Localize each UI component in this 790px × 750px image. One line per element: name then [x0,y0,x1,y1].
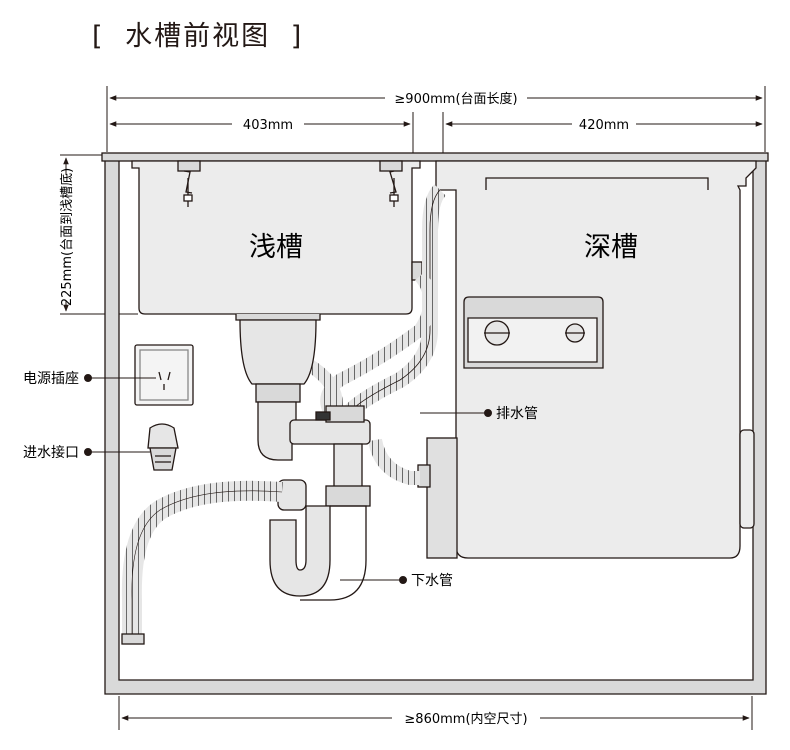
dim-right-width-label: 420mm [579,118,629,133]
cabinet [101,152,769,695]
title-close-bracket: ] [290,21,304,52]
diagram-title: [ 水槽前视图 ] [92,14,303,53]
callout-socket-label: 电源插座 [23,371,79,387]
deep-basin [417,160,757,559]
dimension-lines [60,86,766,730]
deep-basin-side-bulge [739,429,755,529]
title-text: 水槽前视图 [125,21,271,52]
dim-left-width-label: 403mm [243,118,293,133]
dim-bottom-inner-label: ≥860mm(内空尺寸) [404,711,527,727]
plumbing [121,184,447,645]
callout-lines [84,374,492,584]
shallow-basin-label: 浅槽 [249,232,303,263]
mounting-clip-left [177,160,201,207]
appliance-unit [426,437,458,559]
mounting-clip-right [379,160,403,207]
shallow-basin [131,160,429,315]
water-inlet-fitting [147,423,179,471]
strainer-basket [239,319,317,385]
countertop [101,152,769,162]
control-panel [463,296,604,369]
power-socket [134,344,194,406]
dim-depth-label: 225mm(台面到浅槽底) [59,168,75,306]
dim-top-total-label: ≥900mm(台面长度) [394,91,517,107]
callout-water-inlet-label: 进水接口 [23,444,79,461]
callout-drain-hose-label: 排水管 [496,406,538,422]
p-trap [269,505,331,597]
outlet-hose [121,480,283,640]
title-open-bracket: [ [92,21,105,52]
callout-downpipe-label: 下水管 [411,573,453,589]
deep-basin-label: 深槽 [584,232,638,263]
